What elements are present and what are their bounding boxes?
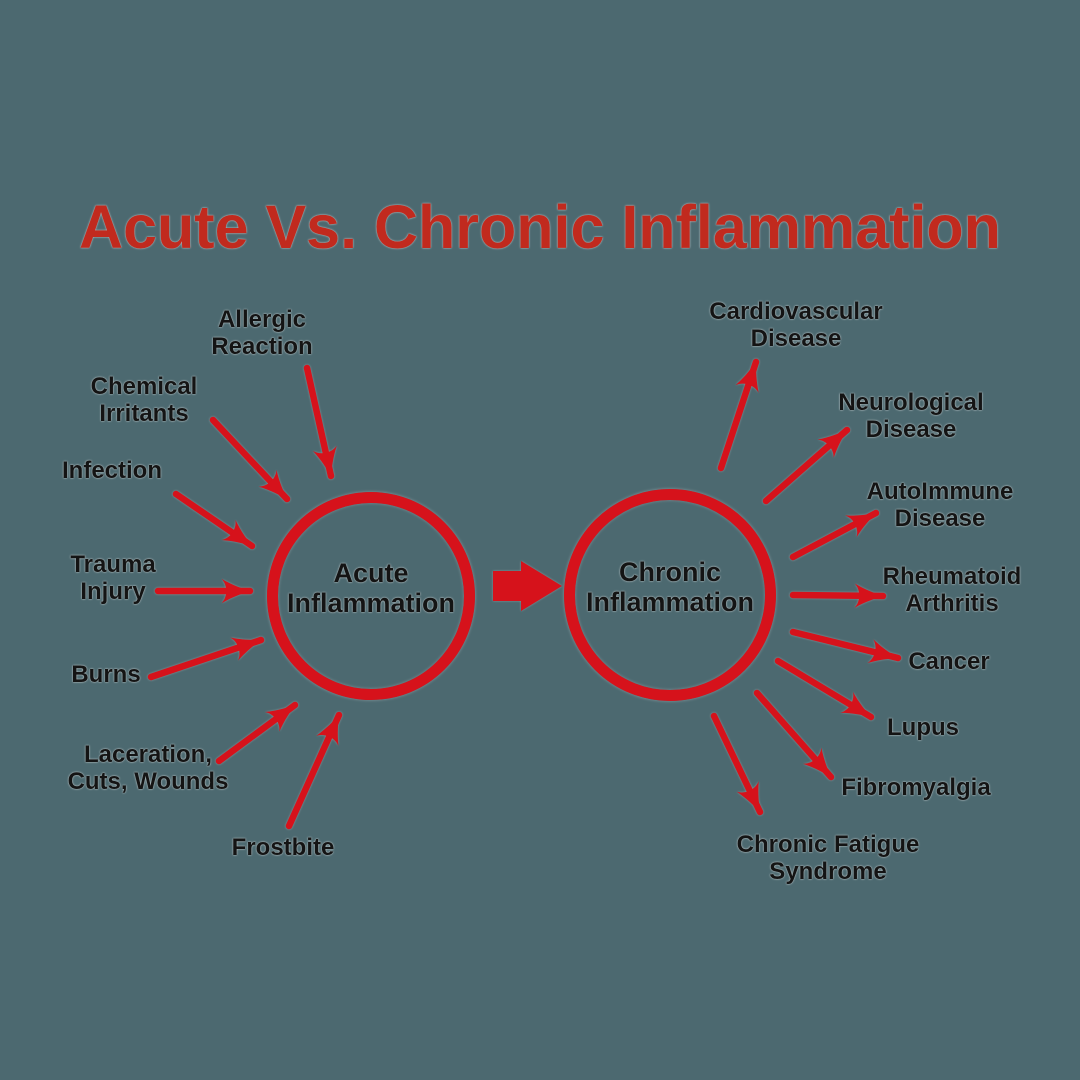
arrow-rheumatoid-arthritis: [789, 583, 887, 608]
arrow-laceration-cuts-wounds: [215, 701, 299, 765]
page-title: Acute Vs. Chronic Inflammation: [79, 193, 1001, 261]
cause-frostbite: Frostbite: [232, 834, 335, 861]
arrow-cardiovascular-disease: [717, 358, 760, 472]
label-line: Cardiovascular: [709, 298, 883, 325]
outcome-autoimmune-disease: AutoImmune Disease: [867, 478, 1014, 532]
acute-to-chronic-arrow-icon: [493, 561, 562, 611]
outcome-lupus: Lupus: [887, 714, 959, 741]
label-line: Irritants: [99, 400, 189, 427]
label-line: Frostbite: [231, 834, 335, 861]
label-line: Reaction: [211, 333, 313, 360]
arrow-cancer: [789, 628, 902, 663]
label-line: AutoImmune: [866, 478, 1014, 505]
label-line: Trauma: [70, 551, 156, 578]
outcome-chronic-fatigue-syndrome: Chronic Fatigue Syndrome: [737, 831, 920, 885]
cause-laceration-cuts-wounds: Laceration, Cuts, Wounds: [68, 741, 229, 795]
label-line: Burns: [71, 661, 141, 688]
label-line: Infection: [62, 457, 162, 484]
outcome-neurological-disease: Neurological Disease: [838, 389, 983, 443]
arrow-burns: [147, 636, 265, 681]
arrow-fibromyalgia: [753, 689, 835, 781]
label-line: Inflammation: [585, 587, 754, 617]
arrow-neurological-disease: [762, 426, 851, 505]
label-line: Laceration,: [83, 741, 213, 768]
label-line: Cuts, Wounds: [67, 768, 229, 795]
label-line: Rheumatoid: [882, 563, 1022, 590]
outcome-rheumatoid-arthritis: Rheumatoid Arthritis: [883, 563, 1022, 617]
outcome-cancer: Cancer: [908, 648, 989, 675]
acute-inflammation-label: Acute Inflammation: [287, 558, 455, 618]
cause-chemical-irritants: Chemical Irritants: [91, 373, 198, 427]
arrow-autoimmune-disease: [789, 509, 880, 561]
arrow-chronic-fatigue-syndrome: [710, 712, 764, 816]
cause-infection: Infection: [62, 457, 162, 484]
arrow-lupus: [774, 657, 875, 721]
label-line: Allergic: [217, 306, 307, 333]
cause-trauma-injury: Trauma Injury: [70, 551, 155, 605]
label-line: Cancer: [908, 648, 990, 675]
label-line: Neurological: [838, 389, 984, 416]
label-line: Chemical: [90, 373, 198, 400]
label-line: Disease: [750, 325, 842, 352]
acute-inflammation-node: Acute Inflammation: [267, 492, 475, 700]
arrow-infection: [172, 490, 256, 550]
label-line: Disease: [894, 505, 986, 532]
label-line: Fibromyalgia: [841, 774, 991, 801]
label-line: Chronic Fatigue: [736, 831, 920, 858]
chronic-inflammation-label: Chronic Inflammation: [586, 557, 754, 617]
outcome-fibromyalgia: Fibromyalgia: [841, 774, 990, 801]
label-line: Acute: [333, 558, 409, 588]
arrow-allergic-reaction: [303, 364, 337, 480]
label-line: Syndrome: [769, 858, 887, 885]
cause-burns: Burns: [71, 661, 140, 688]
label-line: Injury: [80, 578, 146, 605]
arrow-frostbite: [285, 711, 343, 830]
cause-allergic-reaction: Allergic Reaction: [211, 306, 312, 360]
label-line: Disease: [865, 416, 957, 443]
label-line: Inflammation: [286, 588, 455, 618]
label-line: Arthritis: [905, 590, 999, 617]
arrow-chemical-irritants: [209, 416, 291, 503]
chronic-inflammation-node: Chronic Inflammation: [564, 489, 776, 701]
outcome-cardiovascular-disease: Cardiovascular Disease: [709, 298, 882, 352]
label-line: Chronic: [618, 557, 721, 587]
label-line: Lupus: [887, 714, 959, 741]
